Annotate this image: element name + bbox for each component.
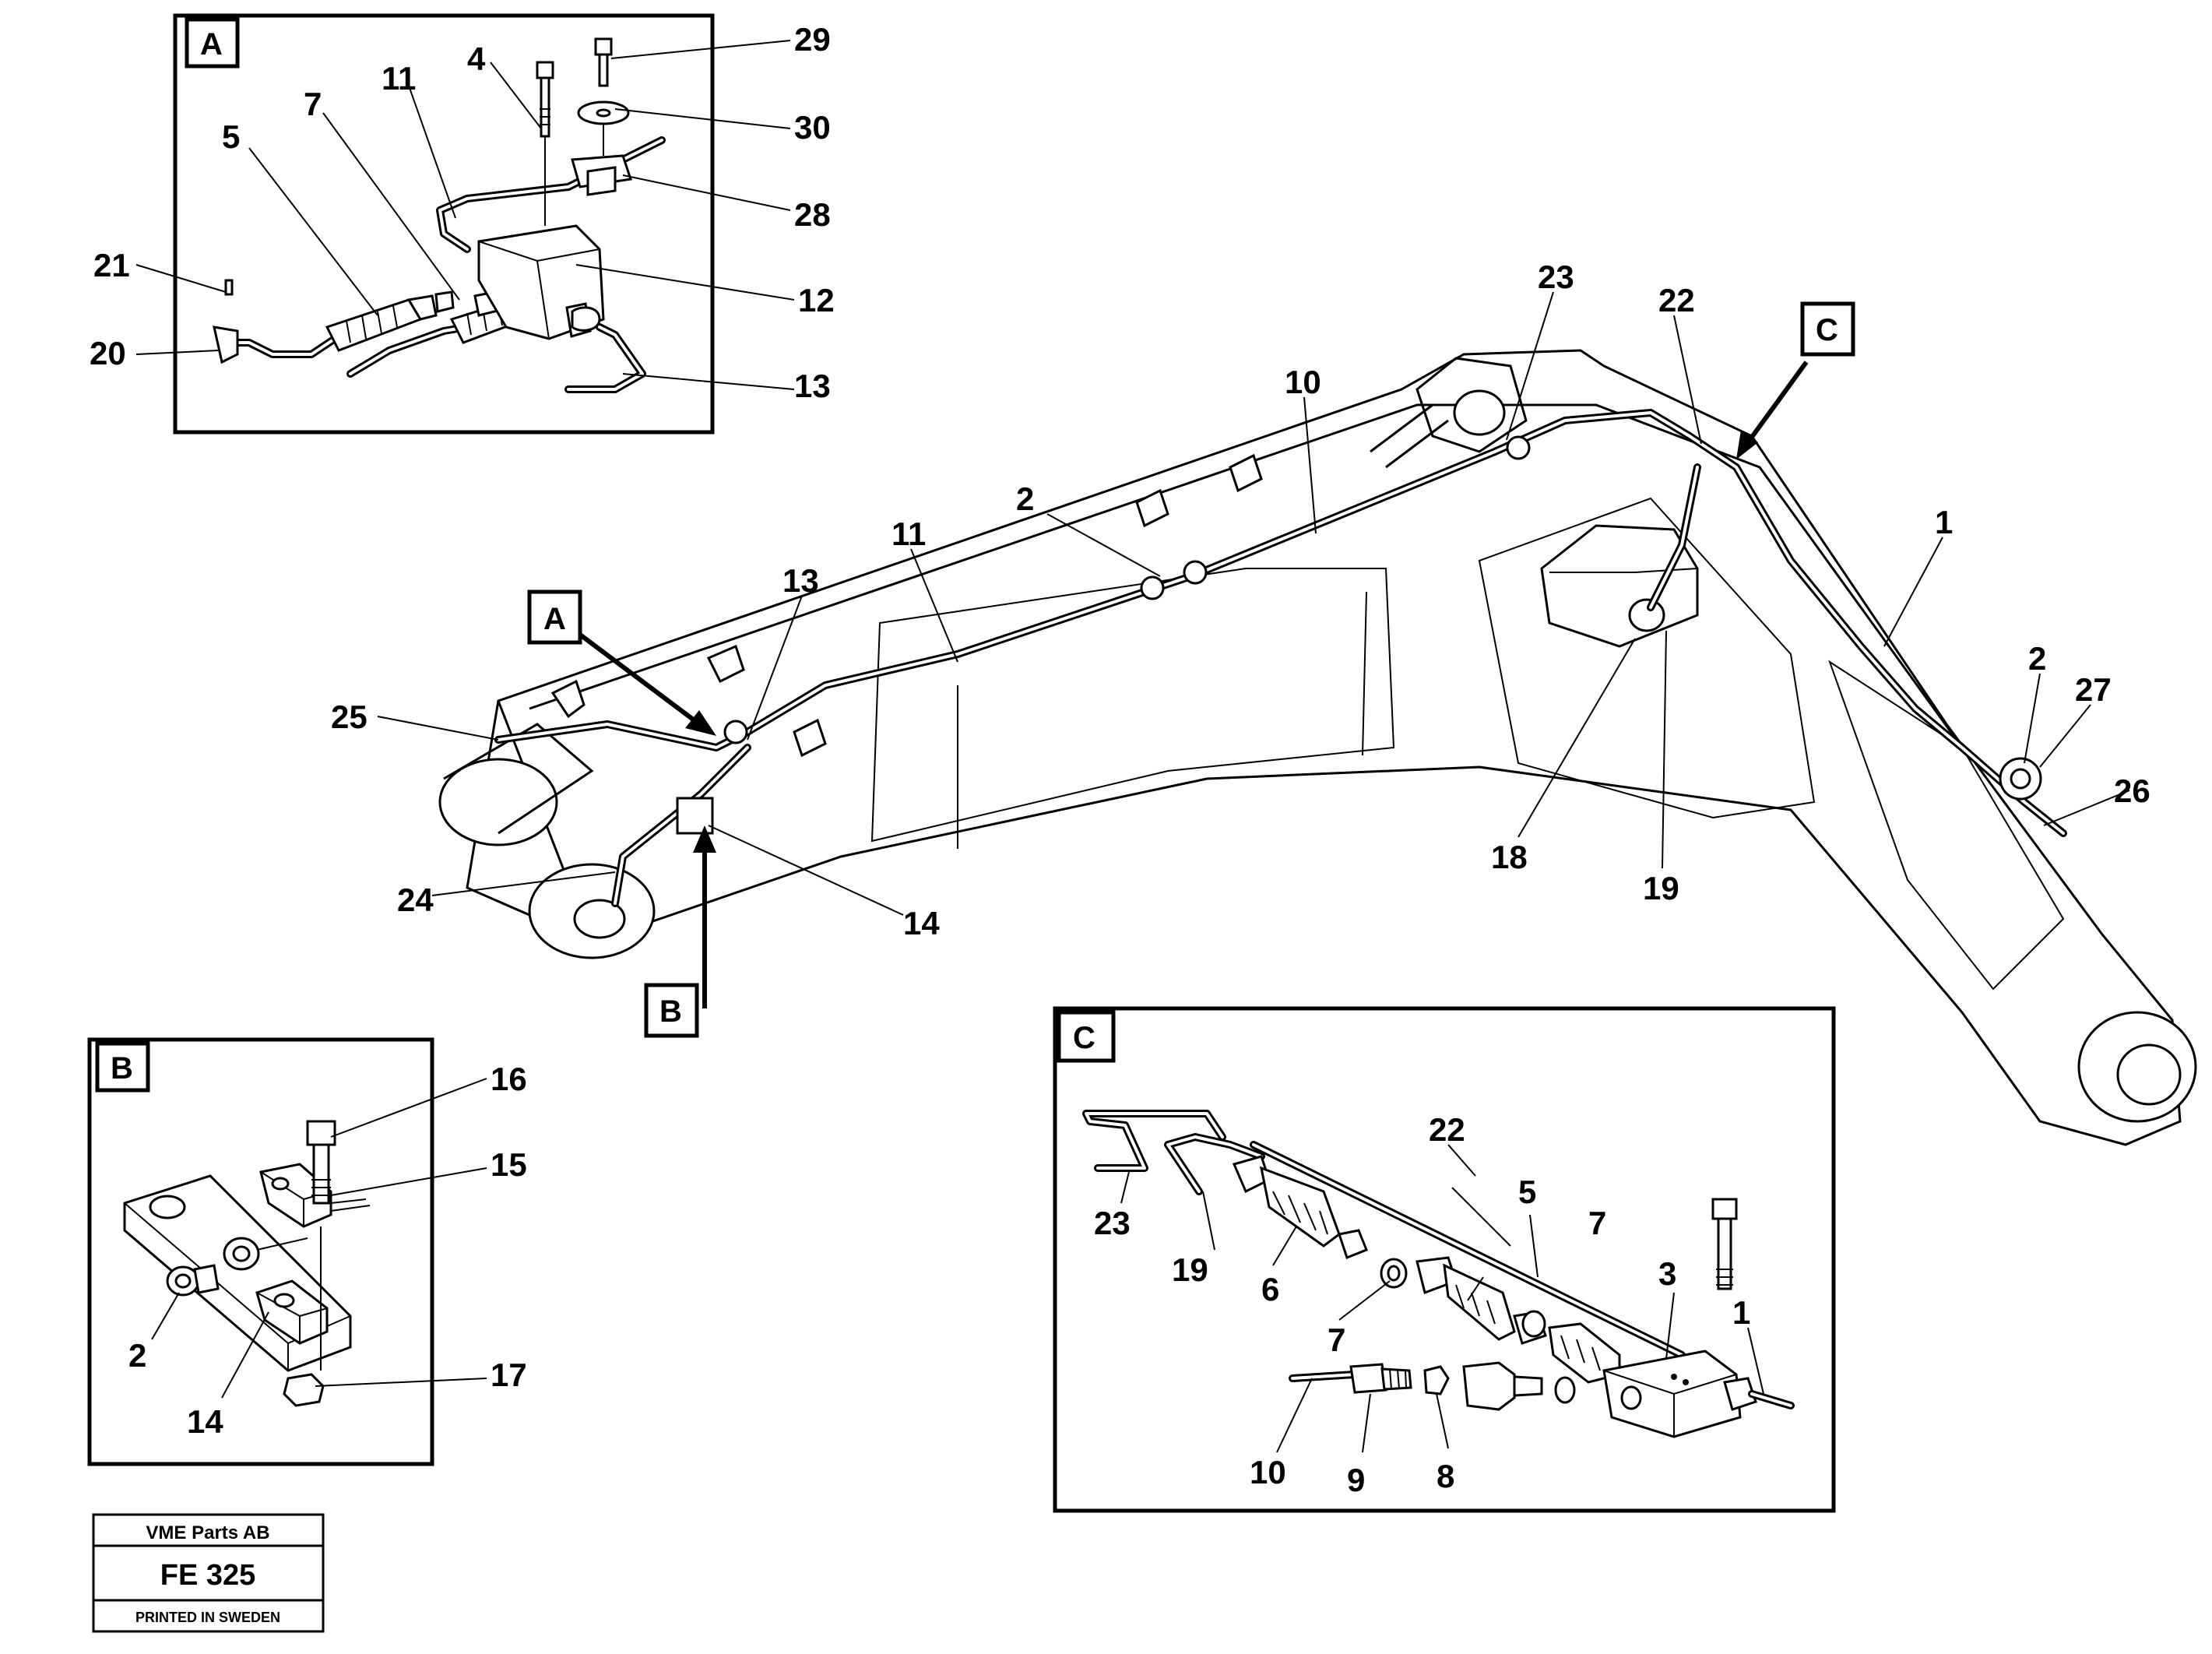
detail-c-callout-7a: 7 <box>1588 1205 1606 1241</box>
main-callout-22: 22 <box>1658 282 1695 318</box>
detail-c-callout-22: 22 <box>1429 1111 1465 1148</box>
detail-a-callout-7: 7 <box>304 86 322 122</box>
detail-c-callout-19: 19 <box>1172 1251 1208 1288</box>
detail-c-callout-3: 3 <box>1658 1255 1676 1292</box>
detail-c-label: C <box>1073 1021 1095 1055</box>
view-marker-C[interactable]: C <box>1800 301 1855 357</box>
detail-view-b: B 16 15 2 14 <box>87 1037 527 1466</box>
detail-b-callout-17: 17 <box>491 1357 527 1393</box>
stamp-company: VME Parts AB <box>146 1522 269 1543</box>
detail-c-callout-8: 8 <box>1437 1458 1454 1494</box>
main-callout-2a: 2 <box>1016 480 1034 517</box>
svg-text:C: C <box>1816 313 1838 347</box>
main-leaders <box>377 291 2130 1008</box>
detail-b-callout-16: 16 <box>491 1061 527 1097</box>
detail-a-callout-5: 5 <box>222 118 240 155</box>
detail-a-callout-21: 21 <box>93 247 130 283</box>
stamp-code: FE 325 <box>160 1559 256 1592</box>
view-marker-B[interactable]: B <box>644 983 699 1038</box>
boom-assembly <box>438 349 2197 1146</box>
detail-c-callout-7b: 7 <box>1328 1321 1345 1358</box>
detail-b-callout-14: 14 <box>187 1403 223 1440</box>
main-callout-14: 14 <box>903 905 940 941</box>
stamp-footer: PRINTED IN SWEDEN <box>135 1610 280 1625</box>
detail-c-callout-10: 10 <box>1250 1454 1286 1490</box>
main-callout-13: 13 <box>782 562 819 599</box>
view-marker-A[interactable]: A <box>527 589 582 645</box>
detail-a-callout-4: 4 <box>467 40 486 77</box>
detail-a-callout-13: 13 <box>794 368 831 404</box>
detail-a-callout-28: 28 <box>794 196 831 233</box>
detail-a-callout-20: 20 <box>90 335 126 371</box>
main-callouts: 23 22 10 1 2 11 13 2 27 25 26 18 19 24 1… <box>331 259 2150 941</box>
main-callout-25: 25 <box>331 699 367 735</box>
main-callout-11: 11 <box>891 516 926 552</box>
main-callout-27: 27 <box>2075 671 2112 708</box>
detail-c-callout-5: 5 <box>1518 1174 1536 1210</box>
parts-stamp: VME Parts AB FE 325 PRINTED IN SWEDEN <box>92 1513 325 1633</box>
detail-b-callout-2: 2 <box>128 1337 146 1374</box>
detail-view-c: C <box>1053 1006 1836 1513</box>
main-callout-10: 10 <box>1285 364 1321 400</box>
pipe-clamps <box>723 435 2042 801</box>
detail-c-callout-1: 1 <box>1732 1294 1750 1331</box>
detail-a-callout-30: 30 <box>794 109 831 146</box>
main-callout-18: 18 <box>1491 839 1528 875</box>
detail-a-callout-11: 11 <box>382 60 416 97</box>
detail-c-callout-23: 23 <box>1094 1205 1131 1241</box>
detail-a-callout-29: 29 <box>794 21 831 58</box>
main-callout-1: 1 <box>1935 504 1953 540</box>
main-callout-19: 19 <box>1643 870 1679 906</box>
main-callout-2b: 2 <box>2028 640 2046 677</box>
svg-text:A: A <box>543 602 566 636</box>
detail-a-label: A <box>200 27 223 62</box>
pipe-clamp-brackets <box>550 453 1263 758</box>
detail-c-callout-9: 9 <box>1347 1462 1365 1498</box>
detail-a-callout-12: 12 <box>798 282 835 318</box>
svg-text:B: B <box>659 994 682 1029</box>
main-callout-24: 24 <box>397 882 434 918</box>
main-callout-26: 26 <box>2114 772 2150 809</box>
main-callout-23: 23 <box>1538 259 1574 295</box>
detail-view-a: A <box>90 13 835 435</box>
detail-b-callout-15: 15 <box>491 1146 527 1183</box>
detail-b-label: B <box>111 1051 133 1086</box>
detail-c-callout-6: 6 <box>1261 1271 1279 1307</box>
